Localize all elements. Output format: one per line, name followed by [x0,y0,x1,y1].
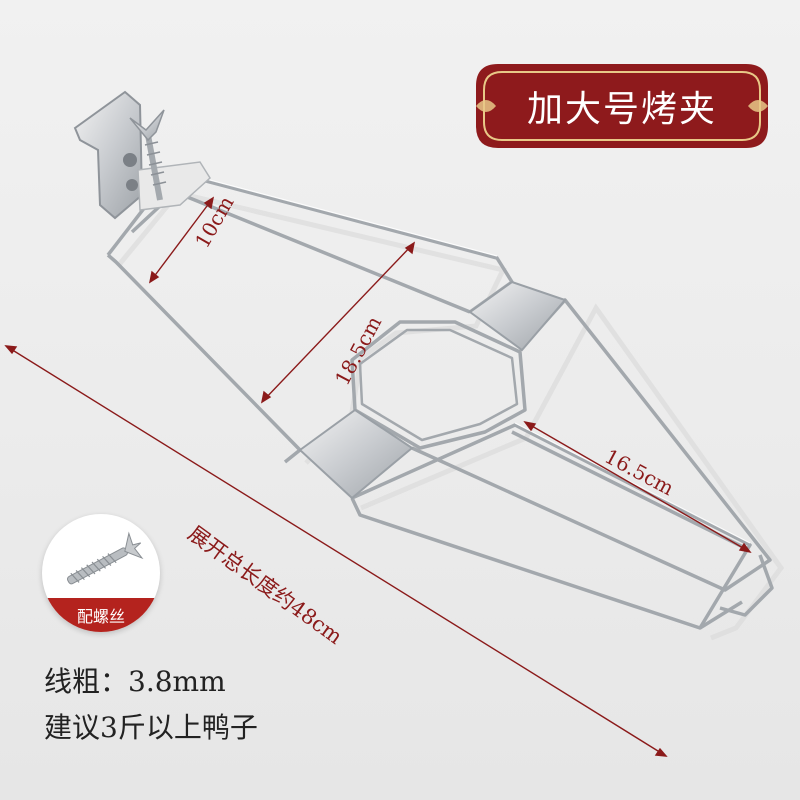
wing-screw-icon [67,531,144,585]
spec-wire-thickness: 线粗：3.8mm [44,665,226,698]
accessory-badge: 配螺丝 [42,514,160,632]
accessory-label: 配螺丝 [42,598,160,632]
title-text: 加大号烤夹 [526,89,717,130]
title-banner: 加大号烤夹 [476,64,768,148]
spec-advice: 建议3斤以上鸭子 [44,711,258,744]
